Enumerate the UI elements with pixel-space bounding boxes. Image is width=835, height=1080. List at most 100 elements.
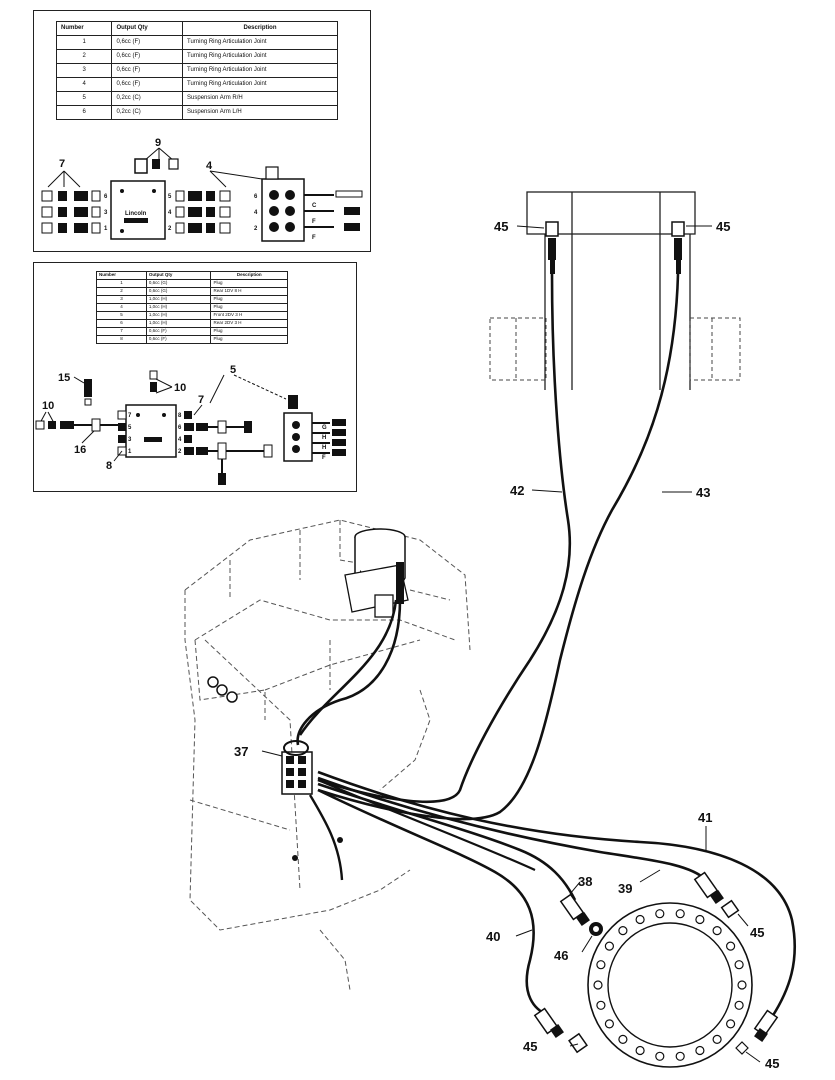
line-letter-h2: H xyxy=(322,445,326,451)
block-brand-text: Lincoln xyxy=(125,211,147,217)
port-2: 2 xyxy=(178,449,182,455)
cell-number: 8 xyxy=(96,335,147,344)
callout-42: 42 xyxy=(510,483,524,498)
port-5: 5 xyxy=(128,425,132,431)
hose-39 xyxy=(317,776,707,881)
callout-10-top: 10 xyxy=(174,382,186,394)
callout-16: 16 xyxy=(74,444,86,456)
callout-10-left: 10 xyxy=(42,400,54,412)
bolt-hole xyxy=(712,925,722,936)
bolt-hole xyxy=(695,914,705,925)
callout-8: 8 xyxy=(106,460,112,472)
frame-distributor-37 xyxy=(281,740,313,795)
bolt-hole xyxy=(604,1019,615,1029)
bolt-hole xyxy=(675,909,685,919)
line-letter-f2: F xyxy=(312,235,316,241)
fitting-38-end xyxy=(559,893,590,926)
callout-46: 46 xyxy=(554,948,568,963)
port-b2: 2 xyxy=(254,226,258,232)
distributor-block-1 xyxy=(110,180,166,240)
cell-number: 5 xyxy=(55,91,113,106)
port-1: 1 xyxy=(104,226,108,232)
cell-number: 6 xyxy=(55,105,113,120)
callout-43: 43 xyxy=(696,485,710,500)
cell-description: Plug xyxy=(210,335,288,344)
left-fittings xyxy=(41,190,101,234)
bolt-hole xyxy=(618,1034,628,1045)
grease-fitting-left-top xyxy=(545,221,559,274)
callout-45-ring-right: 45 xyxy=(750,925,764,940)
port-2: 2 xyxy=(168,226,172,232)
suspension-arm-outline xyxy=(526,191,696,390)
fitting-40-end xyxy=(533,1007,564,1038)
distributor-block-2 xyxy=(261,178,305,242)
line-letter-h1: H xyxy=(322,435,326,441)
callout-38: 38 xyxy=(578,874,592,889)
callout-45-top-right: 45 xyxy=(716,219,730,234)
bolt-hole xyxy=(635,1045,645,1056)
bolt-hole xyxy=(635,914,645,925)
grease-fitting-bottom-right xyxy=(735,1041,749,1055)
callout-7: 7 xyxy=(59,158,65,170)
bolt-hole xyxy=(695,1045,705,1056)
callout-41: 41 xyxy=(698,810,712,825)
bolt-hole xyxy=(734,1000,744,1010)
grease-fitting-ring-right xyxy=(720,899,740,919)
port-b6: 6 xyxy=(254,194,258,200)
distributor-block-4 xyxy=(283,412,313,462)
fitting-39-end xyxy=(693,871,724,904)
hose-frame-down xyxy=(308,794,344,881)
line-letter-f1: F xyxy=(312,219,316,225)
bolt-hole xyxy=(604,941,615,951)
port-5: 5 xyxy=(168,194,172,200)
grease-fitting-right-top xyxy=(671,221,685,274)
line-letter-c: C xyxy=(312,203,317,209)
callout-4: 4 xyxy=(206,160,213,172)
port-3: 3 xyxy=(104,210,108,216)
callout-9: 9 xyxy=(155,137,161,149)
port-4: 4 xyxy=(178,437,182,443)
distributor-2-drawing: 10 5 15 10 16 xyxy=(35,364,346,485)
callout-45-top-left: 45 xyxy=(494,219,508,234)
port-b4: 4 xyxy=(254,210,258,216)
bolt-hole xyxy=(596,1000,606,1010)
distributor-block-3 xyxy=(125,404,177,458)
hose-40b xyxy=(317,778,536,872)
hose-41 xyxy=(317,770,796,1021)
bolt-hole xyxy=(737,980,747,990)
right-fittings xyxy=(175,190,231,234)
distributor-1-drawing: 9 7 xyxy=(41,137,363,242)
wheel-outline-dashed xyxy=(489,317,741,381)
callout-39: 39 xyxy=(618,881,632,896)
bolt-hole xyxy=(655,909,665,919)
port-6: 6 xyxy=(178,425,182,431)
bolt-hole xyxy=(593,980,603,990)
hose-pump-feed xyxy=(296,599,402,746)
grease-fitting-bottom-left xyxy=(568,1032,588,1054)
port-7: 7 xyxy=(128,413,132,419)
bolt-hole xyxy=(596,960,606,970)
bolt-hole xyxy=(675,1051,685,1061)
block3-right-fittings xyxy=(184,411,273,485)
nut-fitting xyxy=(152,159,160,169)
fitting-46 xyxy=(589,922,603,936)
bolt-hole xyxy=(655,1051,665,1061)
hose-42 xyxy=(317,273,572,804)
machine-frame-dashed xyxy=(184,519,471,991)
callout-15: 15 xyxy=(58,372,70,384)
hose-43 xyxy=(317,273,680,821)
plug-fitting xyxy=(168,158,179,170)
bolt-hole xyxy=(725,1019,736,1029)
bolt-hole xyxy=(725,941,736,951)
frame-details xyxy=(207,676,343,861)
